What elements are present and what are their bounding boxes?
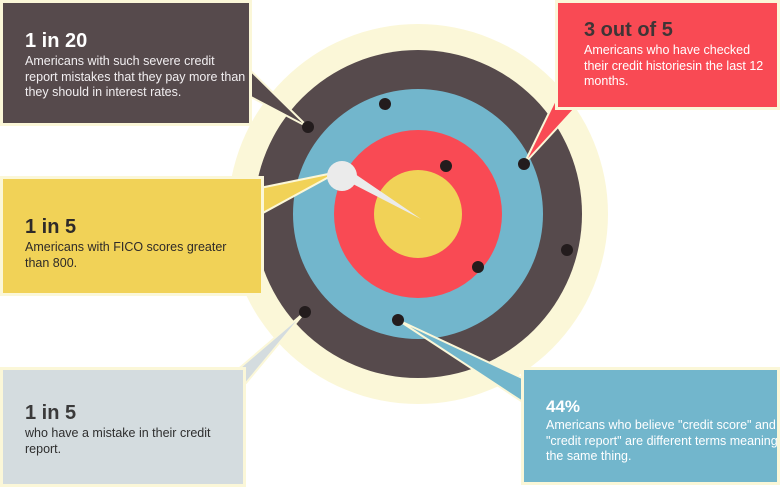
bullet-hole — [472, 261, 484, 273]
bullet-hole — [392, 314, 404, 326]
bullet-hole — [518, 158, 530, 170]
callout-stat: 44% — [546, 397, 581, 416]
callout-top-left: 1 in 20 Americans with such severe credi… — [0, 0, 252, 126]
callout-stat: 1 in 5 — [25, 402, 77, 424]
callout-stat: 1 in 5 — [25, 216, 77, 238]
arrow-shaft — [339, 163, 421, 219]
callout-stat: 3 out of 5 — [584, 19, 673, 41]
bullet-hole — [302, 121, 314, 133]
arrow-tail — [327, 161, 357, 191]
bullet-hole — [299, 306, 311, 318]
bullet-hole — [440, 160, 452, 172]
bullet-hole — [379, 98, 391, 110]
callout-bottom-right: 44% Americans who believe "credit score"… — [521, 367, 780, 485]
bullet-holes — [299, 98, 573, 326]
callout-top-right: 3 out of 5 Americans who have checked th… — [555, 0, 780, 110]
callout-text: Americans who have checked their credit … — [584, 43, 764, 88]
callout-text: Americans who believe "credit score" and… — [546, 418, 778, 463]
callout-text: who have a mistake in their credit repor… — [25, 426, 211, 456]
callout-bottom-left: 1 in 5 who have a mistake in their credi… — [0, 367, 246, 487]
callout-stat: 1 in 20 — [25, 30, 88, 52]
callout-mid-left: 1 in 5 Americans with FICO scores greate… — [0, 176, 264, 296]
callout-text: Americans with FICO scores greater than … — [25, 240, 227, 270]
bullet-hole — [561, 244, 573, 256]
target-bullseye — [374, 170, 462, 258]
callout-text: Americans with such severe credit report… — [25, 54, 246, 99]
